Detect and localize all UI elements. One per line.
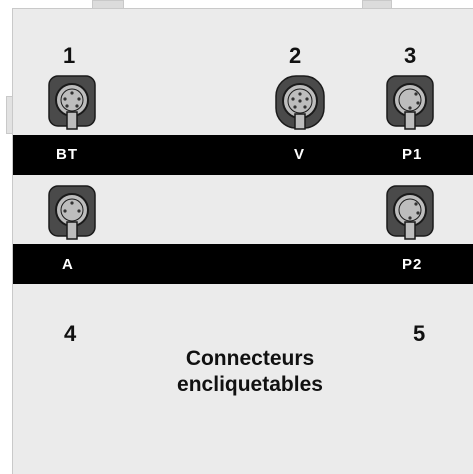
connector-a-icon: [48, 185, 96, 240]
connector-p2-icon: [386, 185, 434, 240]
label-band-bottom: A P2: [13, 244, 473, 284]
label-p1: P1: [402, 146, 423, 163]
connector-v-icon: [275, 75, 325, 130]
connector-panel: 1 2 3 BT V P1: [12, 8, 473, 474]
label-bt: BT: [56, 146, 78, 163]
side-tab: [6, 96, 13, 134]
connector-p1-icon: [386, 75, 434, 130]
number-3: 3: [404, 43, 417, 68]
label-p2: P2: [402, 256, 423, 273]
label-a: A: [62, 256, 74, 273]
number-4: 4: [64, 321, 77, 346]
number-1: 1: [63, 43, 76, 68]
number-2: 2: [289, 43, 302, 68]
top-tab-right: [362, 0, 392, 9]
number-5: 5: [413, 321, 426, 346]
caption: Connecteurs encliquetables: [130, 346, 370, 398]
caption-line-1: Connecteurs: [185, 347, 315, 370]
label-band-top: BT V P1: [13, 135, 473, 175]
caption-line-2: encliquetables: [177, 373, 323, 396]
connector-bt-icon: [48, 75, 96, 130]
top-tab-left: [92, 0, 124, 9]
label-v: V: [294, 146, 306, 163]
